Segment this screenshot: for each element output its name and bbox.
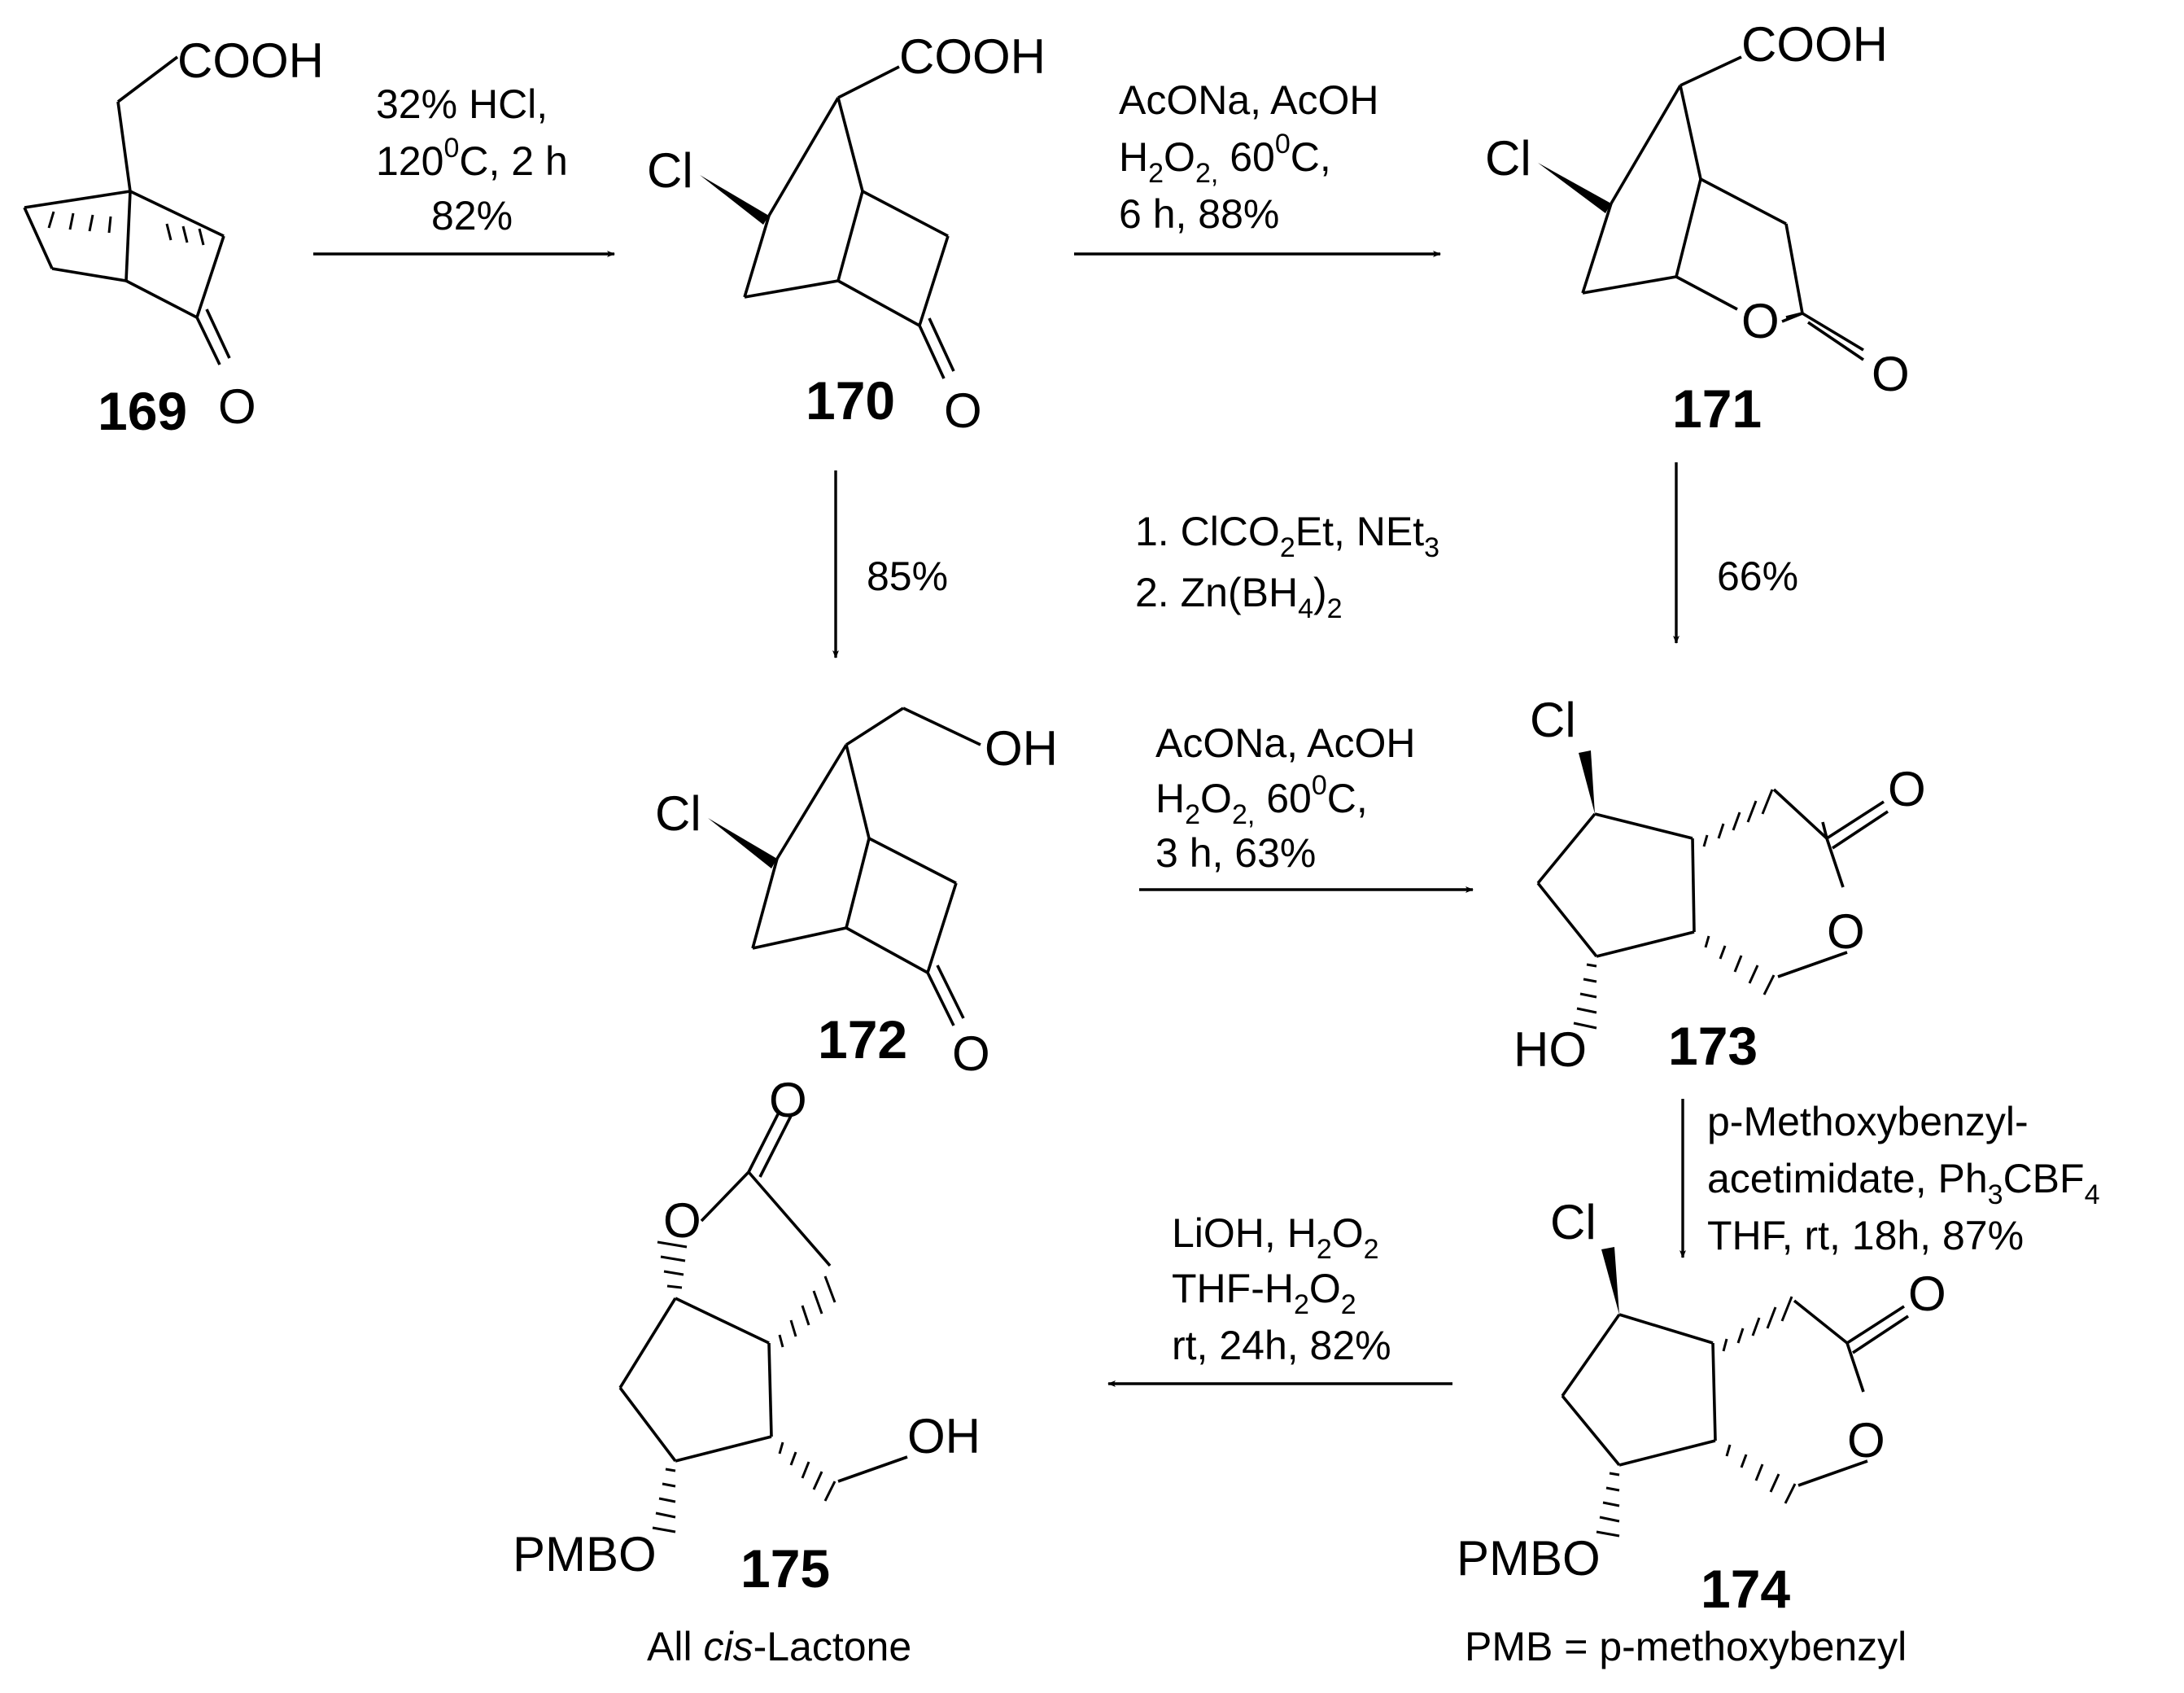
compound-note: All cis-Lactone bbox=[647, 1624, 911, 1669]
atom-cooh: COOH bbox=[177, 33, 324, 88]
yield-text: 82% bbox=[431, 193, 513, 238]
wedge-bond bbox=[700, 175, 769, 225]
atom-oxygen: O bbox=[1908, 1266, 1946, 1321]
compound-171: COOH Cl O O 171 bbox=[1485, 17, 1910, 439]
wedge-bond bbox=[708, 818, 777, 868]
atom-chlorine: Cl bbox=[655, 786, 701, 841]
condition-text: THF-H2O2 bbox=[1172, 1266, 1356, 1320]
compound-label: 170 bbox=[806, 370, 895, 431]
atom-oxygen: O bbox=[944, 383, 982, 438]
atom-pmbo: PMBO bbox=[1457, 1531, 1601, 1586]
atom-ring-oxygen: O bbox=[1847, 1413, 1885, 1468]
compound-label: 175 bbox=[740, 1538, 830, 1599]
compound-label: 172 bbox=[818, 1009, 907, 1070]
atom-oxygen: O bbox=[218, 379, 256, 434]
atom-oxygen: O bbox=[952, 1026, 990, 1081]
atom-oxygen: O bbox=[1872, 347, 1910, 401]
atom-cooh: COOH bbox=[1741, 17, 1888, 72]
condition-text: 3 h, 63% bbox=[1155, 830, 1316, 876]
compound-175: O O OH PMBO 175 All cis-Lactone bbox=[513, 1073, 981, 1669]
atom-ring-oxygen: O bbox=[663, 1193, 701, 1248]
condition-text: AcONa, AcOH bbox=[1119, 77, 1379, 123]
reaction-arrow-1: 32% HCl, 1200C, 2 h 82% bbox=[313, 81, 615, 257]
wedge-bond bbox=[1538, 163, 1611, 213]
atom-hydroxyl: OH bbox=[985, 721, 1058, 776]
hash-bond bbox=[652, 1240, 836, 1533]
yield-text: 85% bbox=[867, 553, 948, 599]
reaction-arrow-6: p-Methoxybenzyl- acetimidate, Ph3CBF4 TH… bbox=[1679, 1099, 2099, 1258]
atom-ring-oxygen: O bbox=[1741, 294, 1780, 348]
wedge-bond bbox=[1579, 750, 1595, 814]
compound-174: Cl O O PMBO 174 PMB = p-methoxybenzyl bbox=[1457, 1195, 1946, 1669]
condition-text: H2O2, 600C, bbox=[1155, 770, 1368, 830]
condition-text: acetimidate, Ph3CBF4 bbox=[1707, 1156, 2099, 1210]
compound-label: 171 bbox=[1672, 378, 1762, 439]
compound-label: 169 bbox=[98, 381, 187, 441]
atom-oxygen: O bbox=[769, 1073, 807, 1127]
reaction-arrow-7: LiOH, H2O2 THF-H2O2 rt, 24h, 82% bbox=[1107, 1210, 1452, 1387]
atom-chlorine: Cl bbox=[647, 143, 693, 198]
pmb-definition: PMB = p-methoxybenzyl bbox=[1465, 1624, 1907, 1669]
reaction-arrow-2: AcONa, AcOH H2O2, 600C, 6 h, 88% bbox=[1074, 77, 1441, 257]
atom-cooh: COOH bbox=[899, 29, 1046, 84]
compound-172: OH Cl O 172 bbox=[655, 707, 1058, 1081]
reaction-arrow-3: 85% bbox=[832, 470, 948, 658]
reaction-arrow-5: AcONa, AcOH H2O2, 600C, 3 h, 63% bbox=[1139, 720, 1474, 893]
condition-text: AcONa, AcOH bbox=[1155, 720, 1416, 766]
condition-text: rt, 24h, 82% bbox=[1172, 1323, 1391, 1368]
atom-chlorine: Cl bbox=[1530, 693, 1576, 747]
atom-hydroxyl: HO bbox=[1514, 1022, 1587, 1077]
condition-text: 2. Zn(BH4)2 bbox=[1135, 570, 1343, 624]
compound-label: 173 bbox=[1668, 1016, 1758, 1076]
hash-bond bbox=[1573, 789, 1776, 1030]
atom-pmbo: PMBO bbox=[513, 1527, 657, 1581]
compound-173: Cl O O HO 173 bbox=[1514, 693, 1926, 1077]
atom-chlorine: Cl bbox=[1485, 131, 1531, 186]
condition-text: H2O2, 600C, bbox=[1119, 129, 1331, 189]
condition-text: p-Methoxybenzyl- bbox=[1707, 1099, 2029, 1144]
atom-hydroxyl: OH bbox=[907, 1409, 981, 1463]
wedge-bond bbox=[1601, 1247, 1619, 1315]
hash-bond bbox=[1596, 1296, 1797, 1538]
compound-label: 174 bbox=[1701, 1559, 1790, 1619]
atom-ring-oxygen: O bbox=[1827, 904, 1865, 959]
condition-text: 1. ClCO2Et, NEt3 bbox=[1135, 509, 1439, 563]
yield-text: 66% bbox=[1717, 553, 1798, 599]
condition-text: LiOH, H2O2 bbox=[1172, 1210, 1379, 1265]
condition-text: 6 h, 88% bbox=[1119, 191, 1279, 237]
hash-bond bbox=[47, 211, 205, 246]
compound-170: COOH Cl O 170 bbox=[647, 29, 1046, 438]
atom-oxygen: O bbox=[1888, 762, 1926, 816]
condition-text: 32% HCl, bbox=[376, 81, 548, 127]
condition-text: 1200C, 2 h bbox=[376, 133, 568, 184]
atom-chlorine: Cl bbox=[1550, 1195, 1597, 1249]
compound-169: COOH O 169 bbox=[23, 33, 324, 441]
reaction-conditions-mid: 1. ClCO2Et, NEt3 2. Zn(BH4)2 bbox=[1135, 509, 1439, 624]
condition-text: THF, rt, 18h, 87% bbox=[1707, 1213, 2024, 1258]
reaction-arrow-4: 66% bbox=[1673, 462, 1798, 644]
